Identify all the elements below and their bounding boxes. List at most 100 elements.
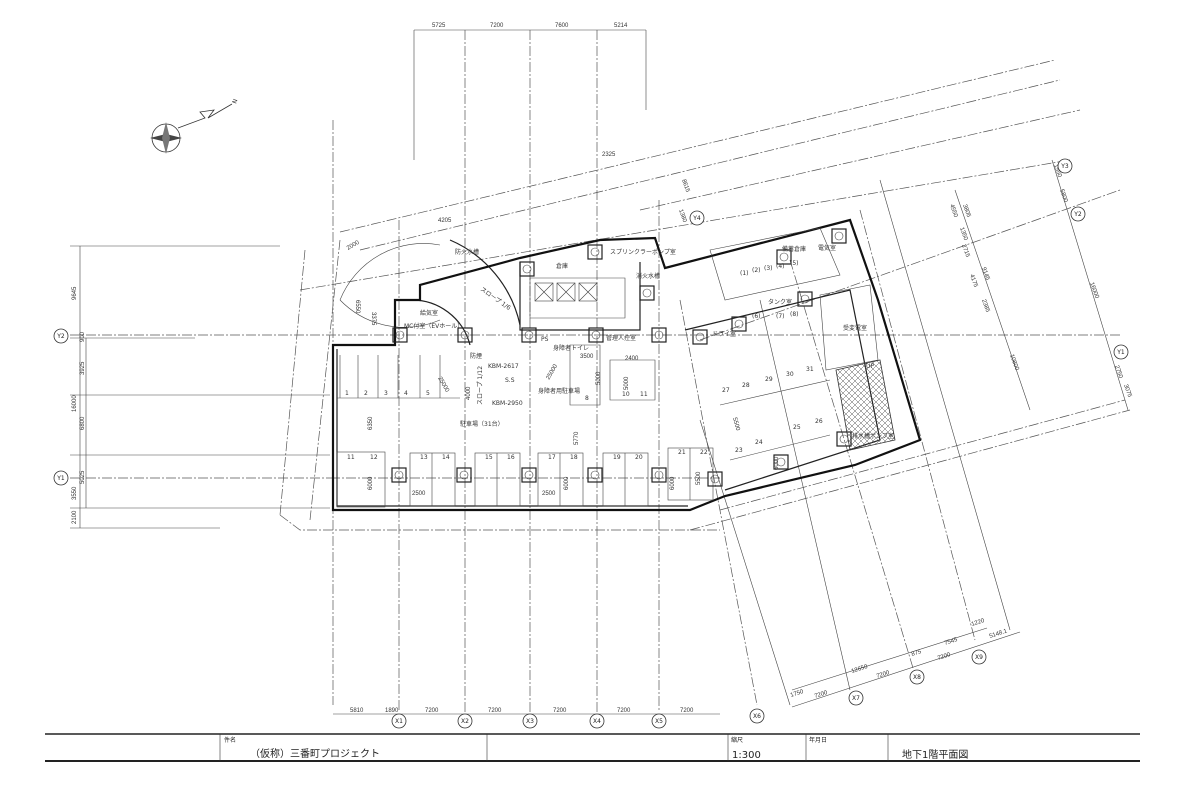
project-name: （仮称）三番町プロジェクト <box>250 747 380 760</box>
label-parking_numbers-10: 11 <box>640 391 648 398</box>
label-rooms-drain_pump: 排水槽ポンプ室 <box>852 432 894 440</box>
label-parking_numbers-23: 24 <box>755 439 763 446</box>
label-dims-right-12: 3075 <box>1122 384 1132 399</box>
label-dims-bottom_right-5: 7545 <box>944 637 959 647</box>
label-dims-inner-14: 25000 <box>546 363 560 381</box>
label-dims-inner-13: 25000 <box>436 376 450 394</box>
label-dims-bottom-4: 7200 <box>553 708 567 714</box>
parking-stalls <box>336 355 831 508</box>
label-rooms-mc: MC付室（EVホール） <box>404 322 463 330</box>
label-rooms-tank_label: タンク室 <box>768 298 792 306</box>
label-dims-inner-2: 2500 <box>412 491 426 497</box>
label-rooms-dry_area: ドライ室 <box>712 330 736 338</box>
drawing-title: 地下1階平面図 <box>902 748 968 761</box>
label-dims-left-4: 6800 <box>80 416 86 430</box>
label-rooms-up: UP <box>866 363 874 370</box>
label-grid_x-7: X8 <box>913 674 921 681</box>
label-rooms-elec: 電気室 <box>818 244 836 252</box>
label-dims-left-0: 9645 <box>72 286 78 300</box>
label-rooms-fire_tank: 防火水槽 <box>455 248 479 256</box>
label-rooms-manager: 管理人控室 <box>606 334 636 342</box>
label-dims-inner-16: 6000 <box>774 456 780 470</box>
label-parking_numbers-27: 28 <box>742 382 750 389</box>
label-rooms-smoke: 給気室 <box>420 309 438 317</box>
label-grid_x-2: X3 <box>526 718 534 725</box>
label-dims-bottom_right-3: 7200 <box>876 670 891 680</box>
label-dims-top_misc-2: 1380 <box>677 209 687 224</box>
label-rooms-ss: S.S <box>505 377 515 384</box>
label-grid_x-6: X7 <box>852 695 860 702</box>
label-rooms-slope2: スロープ 1/12 <box>477 366 484 405</box>
label-parking_numbers-28: 29 <box>765 376 773 383</box>
date-label: 年月日 <box>809 736 827 744</box>
label-parking_numbers-10: 11 <box>347 454 355 461</box>
label-dims-top_misc-0: 2325 <box>602 152 616 158</box>
label-dims-inner-12: 4000 <box>466 386 472 400</box>
label-grid_x-0: X1 <box>395 718 403 725</box>
label-rooms-tank_rooms-3: (4) <box>776 263 785 270</box>
label-parking_numbers-15: 16 <box>507 454 515 461</box>
label-dims-right-2: 4550 <box>948 204 958 219</box>
label-dims-right-6: 9145 <box>980 267 990 282</box>
label-dims-right-11: 2750 <box>1113 365 1123 380</box>
label-dims-right-7: 4175 <box>968 274 978 289</box>
label-dims-left-3: 16000 <box>72 395 78 412</box>
building-outline <box>331 218 922 512</box>
label-dims-right-8: 2385 <box>980 299 990 314</box>
label-dims-inner-3: 2500 <box>542 491 556 497</box>
bottom-dimensions: 5810 1890 7200 7200 7200 7200 7200 <box>333 708 720 715</box>
label-grid_y-0: Y1 <box>1116 349 1125 356</box>
label-dims-top-2: 7600 <box>555 23 569 29</box>
label-rooms-ps: PS <box>541 336 549 343</box>
label-parking_numbers-2: 3 <box>384 390 388 397</box>
label-dims-left-2: 3925 <box>80 361 86 375</box>
label-dims-right-3: 3805 <box>961 204 971 219</box>
label-parking_numbers-11: 12 <box>370 454 378 461</box>
label-parking_numbers-26: 27 <box>722 387 730 394</box>
label-dims-bottom-3: 7200 <box>488 708 502 714</box>
label-dims-left-5: 5025 <box>80 470 86 484</box>
label-dims-top_misc-1: 8615 <box>680 179 690 194</box>
label-rooms-kbm1: KBM-2617 <box>488 363 519 370</box>
label-dims-inner-15: 5500 <box>731 417 740 432</box>
label-dims-bottom-0: 5810 <box>350 708 364 714</box>
scale-label: 縮尺 <box>731 736 743 744</box>
label-dims-top_misc-6: 3375 <box>370 312 376 326</box>
label-dims-inner-5: 6000 <box>564 476 570 490</box>
label-dims-bottom-5: 7200 <box>617 708 631 714</box>
label-dims-right-4: 1350 <box>958 227 968 242</box>
label-parking_numbers-30: 31 <box>806 366 814 373</box>
label-dims-left-6: 3550 <box>72 486 78 500</box>
label-grid_y-1: Y2 <box>1073 211 1082 218</box>
label-dims-bottom_right-0: 1750 <box>790 689 805 699</box>
right-dimensions: 1550 5800 4550 3805 1350 2715 9145 4175 … <box>948 159 1133 411</box>
label-rooms-tank_rooms-7: (8) <box>790 311 799 318</box>
label-parking_numbers-4: 5 <box>426 390 430 397</box>
label-dims-left-1: 900 <box>80 331 86 342</box>
label-dims-bottom_right-1: 7200 <box>814 690 829 700</box>
label-grid_x-4: X5 <box>655 718 663 725</box>
label-rooms-power_recv: 受変電室 <box>843 324 867 332</box>
label-dims-bottom_right-7: 1220 <box>971 618 986 628</box>
grid-lines <box>70 30 1131 712</box>
label-dims-top_misc-5: 6550 <box>354 300 360 314</box>
label-parking_numbers-7: 8 <box>585 395 589 402</box>
label-grid_y-2: Y3 <box>1060 163 1069 170</box>
label-parking_numbers-25: 26 <box>815 418 823 425</box>
label-parking_numbers-9: 10 <box>622 391 630 398</box>
label-grid_x-1: X2 <box>461 718 469 725</box>
label-dims-bottom-1: 1890 <box>385 708 399 714</box>
label-dims-bottom-6: 7200 <box>680 708 694 714</box>
label-rooms-storage: 倉庫 <box>556 262 568 270</box>
label-parking_numbers-1: 2 <box>364 390 368 397</box>
label-parking_numbers-14: 15 <box>485 454 493 461</box>
label-rooms-tank_rooms-4: (5) <box>790 260 799 267</box>
label-parking_numbers-18: 19 <box>613 454 621 461</box>
bottom-right-dimensions: 1750 7200 12650 7200 875 7545 7200 1220 … <box>790 618 1021 708</box>
label-dims-right-10: 10800 <box>1008 354 1020 372</box>
grid-bubbles: X1 X2 X3 X4 X5 X6 X7 X8 X9 Y1 Y2 Y1 Y2 Y… <box>53 158 1129 729</box>
structural-columns <box>391 228 852 487</box>
label-dims-inner-6: 6000 <box>670 476 676 490</box>
label-rooms-shutter: 防煙 <box>470 352 482 360</box>
